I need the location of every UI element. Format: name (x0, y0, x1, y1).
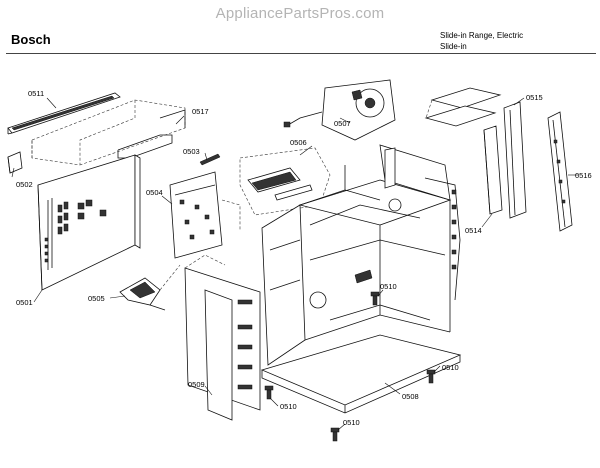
part-0510-screw-2[interactable] (426, 369, 436, 384)
watermark: AppliancePartsPros.com (215, 5, 385, 22)
label-0501: 0501 (16, 298, 33, 307)
part-0511-trim-strip[interactable] (7, 92, 121, 135)
label-0516: 0516 (575, 171, 592, 180)
part-0515-side-rail[interactable] (503, 101, 527, 219)
label-0504: 0504 (146, 188, 163, 197)
label-0510-right: 0510 (442, 363, 459, 372)
label-0506: 0506 (290, 138, 307, 147)
part-0505-terminal-block[interactable] (119, 264, 181, 311)
part-0510-screw-1[interactable] (370, 291, 380, 306)
part-0516-side-trim[interactable] (547, 111, 573, 232)
part-0506-heater-assembly[interactable] (239, 147, 331, 216)
label-0514: 0514 (465, 226, 482, 235)
label-0505: 0505 (88, 294, 105, 303)
part-0509-front-frame[interactable] (184, 254, 261, 421)
label-0510-bottom: 0510 (343, 418, 360, 427)
label-0508: 0508 (402, 392, 419, 401)
label-0517: 0517 (192, 107, 209, 116)
model-subtype: Slide-in (440, 42, 467, 51)
label-0515: 0515 (526, 93, 543, 102)
label-0510-left: 0510 (280, 402, 297, 411)
header-divider (6, 53, 596, 54)
part-0503-connector[interactable] (199, 153, 221, 166)
label-0503: 0503 (183, 147, 200, 156)
brand-name: Bosch (11, 32, 51, 47)
part-0501-rear-panel[interactable] (37, 154, 141, 291)
part-0510-screw-4[interactable] (330, 427, 340, 442)
label-0510-upper: 0510 (380, 282, 397, 291)
leader-lines (11, 97, 578, 431)
part-0517-rear-duct[interactable] (31, 99, 186, 166)
label-0507: 0507 (334, 119, 351, 128)
model-description: Slide-in Range, Electric (440, 31, 524, 40)
label-0511: 0511 (28, 89, 44, 98)
part-0502-bracket[interactable] (7, 151, 23, 174)
part-0508-base-plate[interactable] (260, 334, 462, 414)
part-0504-control-board[interactable] (169, 171, 241, 259)
part-0515-panel-set[interactable] (424, 87, 502, 127)
part-0507-motor[interactable] (283, 79, 396, 141)
label-0509: 0509 (188, 380, 205, 389)
part-0514-side-rail[interactable] (483, 125, 503, 215)
main-chassis-frame (261, 144, 461, 366)
label-0502: 0502 (16, 180, 33, 189)
part-0510-screw-3[interactable] (264, 385, 274, 400)
